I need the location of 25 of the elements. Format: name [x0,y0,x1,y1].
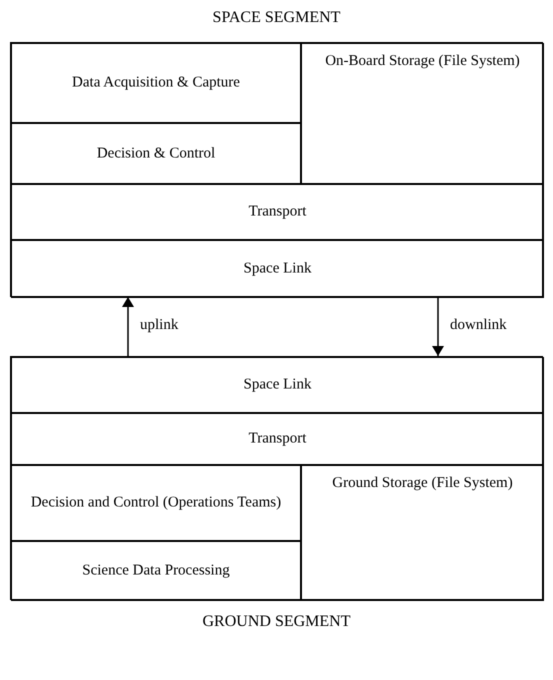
layer-box [301,465,544,601]
layer-box [301,43,544,184]
layer-label: On-Board Storage (File System) [324,52,521,71]
arrow [432,297,444,356]
segment-heading: GROUND SEGMENT [202,613,352,631]
arrow [122,297,134,356]
layer-box [11,43,301,123]
layer-label: Transport [248,202,308,222]
layer-box [11,357,544,413]
layer-label: Data Acquisition & Capture [71,73,241,92]
layer-label: Decision & Control [96,144,216,163]
layer-box [11,465,301,541]
layer-label: Transport [248,429,308,448]
layer-box [11,541,301,601]
layer-label: Science Data Processing [81,561,231,580]
segment-heading: SPACE SEGMENT [212,9,342,27]
layer-label: Ground Storage (File System) [331,474,514,493]
layer-label: Decision and Control (Operations Teams) [30,493,282,512]
layer-label: Space Link [242,259,312,278]
edge-label: uplink [138,316,180,334]
layer-box [11,413,544,465]
layer-box [11,240,544,298]
layer-box [11,184,544,240]
layer-label: Space Link [242,375,312,394]
layer-box [11,123,301,184]
